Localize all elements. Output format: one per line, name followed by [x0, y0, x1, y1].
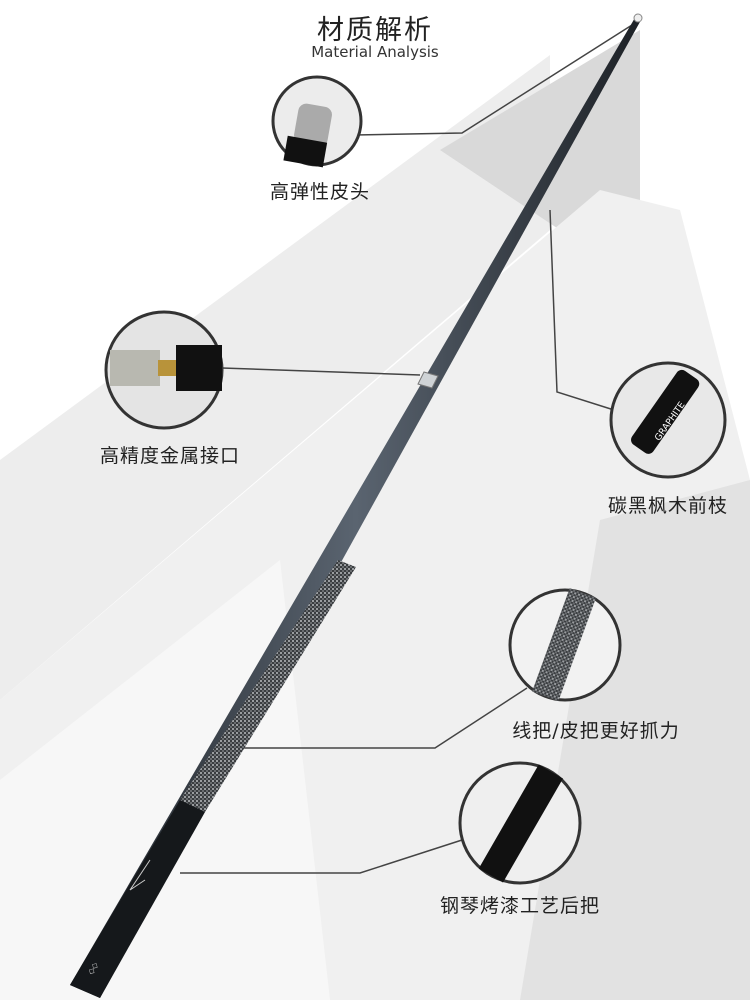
feature-label-butt: 钢琴烤漆工艺后把	[439, 895, 601, 917]
feature-label-grip: 线把/皮把更好抓力	[512, 720, 680, 742]
bg-shape	[0, 560, 330, 1000]
feature-label-joint: 高精度金属接口	[99, 445, 241, 467]
cue-tip	[633, 13, 643, 23]
page-subtitle: Material Analysis	[311, 43, 439, 61]
cue-butt	[70, 800, 205, 998]
leader-line	[354, 24, 633, 136]
cue-stick: ◇◇	[70, 13, 643, 998]
page-title: 材质解析	[317, 15, 433, 46]
leader-line	[180, 839, 463, 874]
cue-joint	[417, 371, 439, 389]
feature-label-tip: 高弹性皮头	[269, 181, 371, 203]
leader-line	[240, 687, 528, 749]
feature-label-shaft: 碳黑枫木前枝	[607, 495, 729, 517]
bg-shape	[520, 480, 750, 1000]
cue-grip-wrap	[180, 560, 356, 812]
leader-line	[221, 367, 421, 376]
bg-shape	[0, 55, 550, 700]
leader-line	[549, 209, 615, 411]
